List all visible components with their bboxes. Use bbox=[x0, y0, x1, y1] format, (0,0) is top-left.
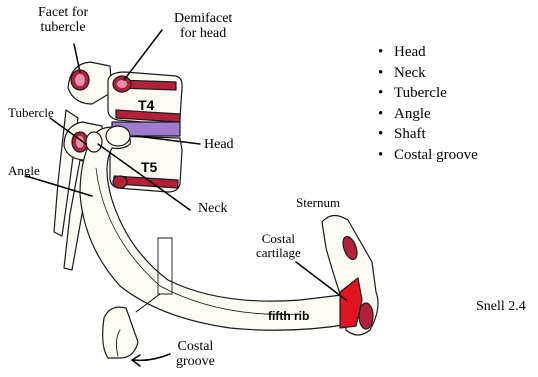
label-groove-line-1: Costal bbox=[176, 340, 215, 355]
leader-demifacet-head bbox=[124, 30, 162, 80]
bullet-item: Shaft bbox=[376, 124, 478, 145]
label-costal-cartilage: Costal cartilage bbox=[256, 232, 301, 259]
label-groove-line-2: groove bbox=[176, 355, 215, 370]
label-demifacet-line-2: for head bbox=[174, 27, 232, 42]
label-costal-groove: Costal groove bbox=[176, 340, 215, 369]
label-cartilage-line-1: Costal bbox=[256, 232, 301, 246]
bullet-item: Costal groove bbox=[376, 145, 478, 166]
demifacet-head bbox=[117, 80, 127, 88]
rib-tubercle-knob bbox=[86, 132, 102, 152]
label-t4: T4 bbox=[138, 98, 154, 113]
label-tubercle: Tubercle bbox=[8, 106, 54, 120]
label-facet-for-tubercle: Facet for tubercle bbox=[38, 6, 88, 35]
bullet-item: Tubercle bbox=[376, 83, 478, 104]
label-angle: Angle bbox=[8, 164, 40, 178]
label-neck: Neck bbox=[198, 202, 228, 217]
label-t5: T5 bbox=[141, 160, 157, 175]
sternal-facet-lower bbox=[359, 303, 373, 329]
facet-tubercle-upper bbox=[75, 74, 85, 86]
label-facet-line-1: Facet for bbox=[38, 6, 88, 21]
label-sternum: Sternum bbox=[296, 196, 340, 210]
source-caption: Snell 2.4 bbox=[476, 300, 526, 315]
bullet-item: Neck bbox=[376, 63, 478, 84]
label-demifacet-for-head: Demifacet for head bbox=[174, 12, 232, 41]
label-demifacet-line-1: Demifacet bbox=[174, 12, 232, 27]
label-fifth-rib: fifth rib bbox=[268, 310, 309, 323]
label-head: Head bbox=[204, 138, 234, 153]
costal-groove-section bbox=[103, 307, 138, 358]
feature-bullet-list: Head Neck Tubercle Angle Shaft Costal gr… bbox=[376, 42, 478, 165]
demifacet-t5-side bbox=[113, 176, 127, 188]
label-facet-line-2: tubercle bbox=[38, 21, 88, 36]
bullet-item: Angle bbox=[376, 104, 478, 125]
rib-head-knob bbox=[106, 126, 130, 146]
label-cartilage-line-2: cartilage bbox=[256, 246, 301, 260]
bullet-item: Head bbox=[376, 42, 478, 63]
